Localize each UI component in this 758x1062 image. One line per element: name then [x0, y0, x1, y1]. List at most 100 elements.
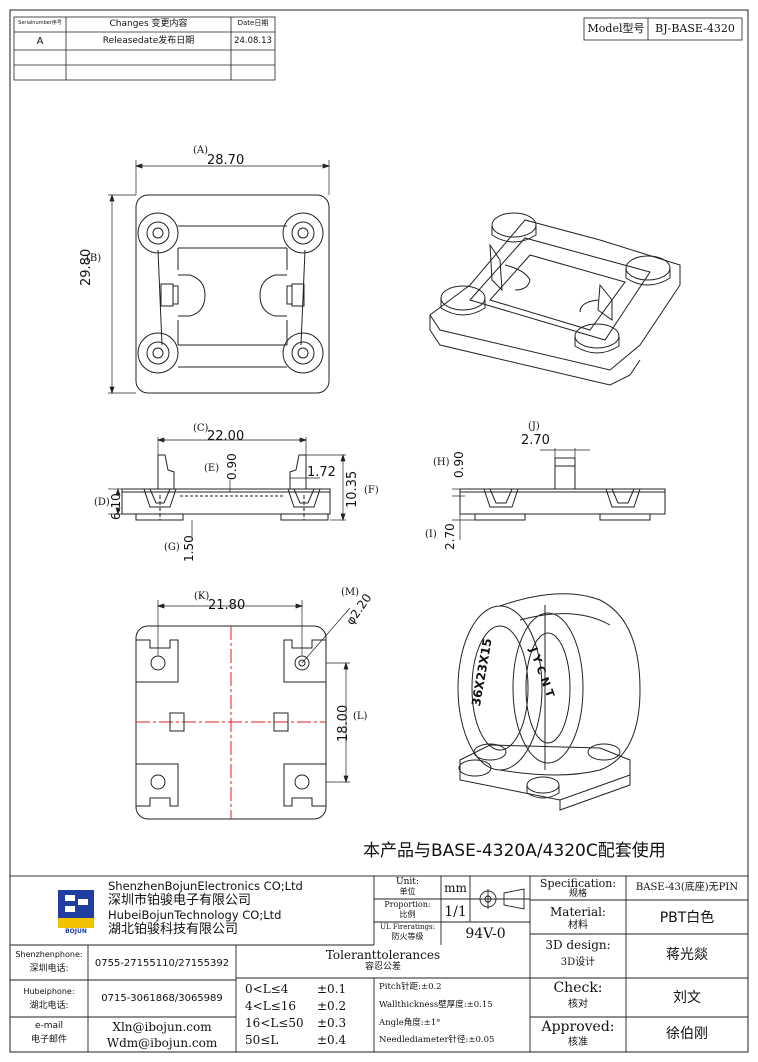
dim-e-tag: (E)	[204, 463, 220, 474]
dim-e2-value: 1.72	[307, 465, 336, 480]
iso-view-ring	[457, 593, 641, 811]
contact-sz-value: 0755-27155110/27155392	[94, 958, 230, 969]
model-value: BJ-BASE-4320	[655, 22, 735, 35]
proportion-label-en: Proportion:	[384, 900, 431, 909]
contact-hb-label-cn: 湖北电话:	[29, 1001, 69, 1011]
spec-label-cn: 规格	[568, 889, 587, 899]
spec-value: BASE-43(底座)无PIN	[635, 882, 739, 893]
dim-d-value: 6.10	[109, 493, 123, 520]
tol-value-3: ±0.3	[317, 1016, 347, 1030]
dim-f-value: 10.35	[345, 470, 360, 508]
tol-spec-2: Wallthickness壁厚度:±0.15	[379, 1000, 493, 1010]
dim-b-tag: (B)	[86, 253, 102, 264]
company-name-cn-1: 深圳市铂骏电子有限公司	[108, 893, 252, 908]
company-name-cn-2: 湖北铂骏科技有限公司	[108, 922, 239, 937]
dim-a-value: 28.70	[207, 153, 245, 168]
dim-h-value: 0.90	[452, 451, 466, 478]
dim-c-value: 22.00	[207, 429, 245, 444]
tol-range-1: 0<L≤4	[245, 982, 289, 996]
contact-hb-label-en: Hubeiphone:	[23, 987, 75, 996]
dim-b-value: 29.80	[79, 248, 94, 286]
tol-spec-1: Pitch针距:±0.2	[379, 982, 442, 992]
material-label-cn: 材料	[568, 920, 588, 931]
rev-row-date: 24.08.13	[234, 36, 272, 46]
dim-j-tag: (J)	[528, 421, 540, 432]
top-view	[135, 194, 330, 394]
ul-value: 94V-0	[465, 926, 506, 942]
company-logo	[58, 890, 94, 928]
material-label-en: Material:	[550, 905, 606, 919]
logo-text: BOJUN	[65, 928, 87, 935]
design-label-en: 3D design:	[545, 938, 611, 952]
dim-d-tag: (D)	[94, 497, 110, 508]
iso-view-top	[429, 212, 681, 386]
dim-j-value: 2.70	[521, 433, 550, 448]
compatibility-note: 本产品与BASE-4320A/4320C配套使用	[363, 841, 666, 861]
rev-header-date: Date日期	[237, 19, 269, 27]
check-label-en: Check:	[553, 980, 603, 996]
rev-header-serial: Serialnumber序号	[18, 20, 62, 26]
check-label-cn: 核对	[568, 999, 588, 1010]
tol-value-2: ±0.2	[317, 999, 347, 1013]
dim-k-tag: (K)	[194, 591, 210, 602]
dim-m-tag: (M)	[341, 587, 360, 598]
tolerances-title-en: Toleranttolerances	[325, 948, 441, 962]
tol-spec-3: Angle角度:±1°	[379, 1018, 441, 1028]
contact-email-label-cn: 电子邮件	[30, 1035, 67, 1045]
contact-email-1[interactable]: Xln@ibojun.com	[112, 1020, 212, 1034]
ul-label-cn: 防火等级	[391, 932, 424, 941]
contact-sz-label-cn: 深圳电话:	[29, 964, 69, 974]
ul-label-en: UL Fireratings:	[380, 923, 435, 931]
design-value: 蒋光燚	[666, 947, 708, 963]
approved-label-en: Approved:	[541, 1019, 615, 1035]
dim-g-value: 1.50	[182, 535, 196, 562]
side-view-dims	[452, 448, 590, 540]
dim-g-tag: (G)	[164, 542, 180, 553]
tolerances-title-cn: 容忍公差	[364, 962, 401, 972]
unit-label-cn: 单位	[399, 887, 416, 896]
tol-range-2: 4<L≤16	[245, 999, 296, 1013]
bottom-view	[135, 625, 327, 820]
title-block-lines	[9, 875, 749, 1053]
tol-spec-4: Needlediameter针径:±0.05	[379, 1035, 495, 1045]
rev-row-serial: A	[36, 36, 44, 47]
tol-value-4: ±0.4	[317, 1033, 347, 1047]
spec-label-en: Specification:	[539, 877, 617, 890]
rev-row-changes: Releasedate发布日期	[102, 36, 195, 46]
check-value: 刘文	[673, 990, 701, 1006]
design-label-cn: 3D设计	[560, 957, 596, 968]
rev-header-changes: Changes 变更内容	[109, 19, 188, 29]
unit-label-en: Unit:	[396, 877, 419, 887]
contact-email-2[interactable]: Wdm@ibojun.com	[106, 1036, 218, 1050]
tol-range-4: 50≤L	[245, 1033, 279, 1047]
proportion-label-cn: 比例	[399, 910, 416, 919]
dim-l-tag: (L)	[353, 711, 368, 722]
dim-a-tag: (A)	[193, 145, 209, 156]
unit-value: mm	[444, 881, 467, 895]
company-name-en-2: HubeiBojunTechnology CO;Ltd	[108, 908, 282, 922]
contact-sz-label-en: Shenzhenphone:	[15, 950, 83, 959]
approved-label-cn: 核准	[568, 1037, 588, 1048]
dim-e-value: 0.90	[225, 453, 239, 480]
front-view-dims	[108, 437, 346, 540]
proportion-value: 1/1	[444, 904, 467, 920]
tol-range-3: 16<L≤50	[245, 1016, 304, 1030]
model-box-lines	[583, 17, 743, 41]
top-view-dims	[108, 160, 331, 395]
dim-i-tag: (I)	[425, 529, 437, 540]
material-value: PBT白色	[659, 910, 715, 926]
dim-c-tag: (C)	[193, 423, 209, 434]
company-name-en-1: ShenzhenBojunElectronics CO;Ltd	[108, 879, 303, 893]
dim-i-value: 2.70	[443, 523, 457, 550]
contact-hb-value: 0715-3061868/3065989	[101, 993, 223, 1004]
side-view	[459, 457, 666, 521]
contact-email-label-en: e-mail	[34, 1021, 64, 1031]
dim-h-tag: (H)	[433, 457, 450, 468]
bottom-view-dims	[156, 600, 351, 784]
approved-value: 徐伯刚	[666, 1026, 708, 1042]
revision-table-lines	[13, 16, 276, 81]
dim-k-value: 21.80	[208, 598, 246, 613]
tol-value-1: ±0.1	[317, 982, 347, 996]
model-label: Model型号	[587, 22, 645, 35]
